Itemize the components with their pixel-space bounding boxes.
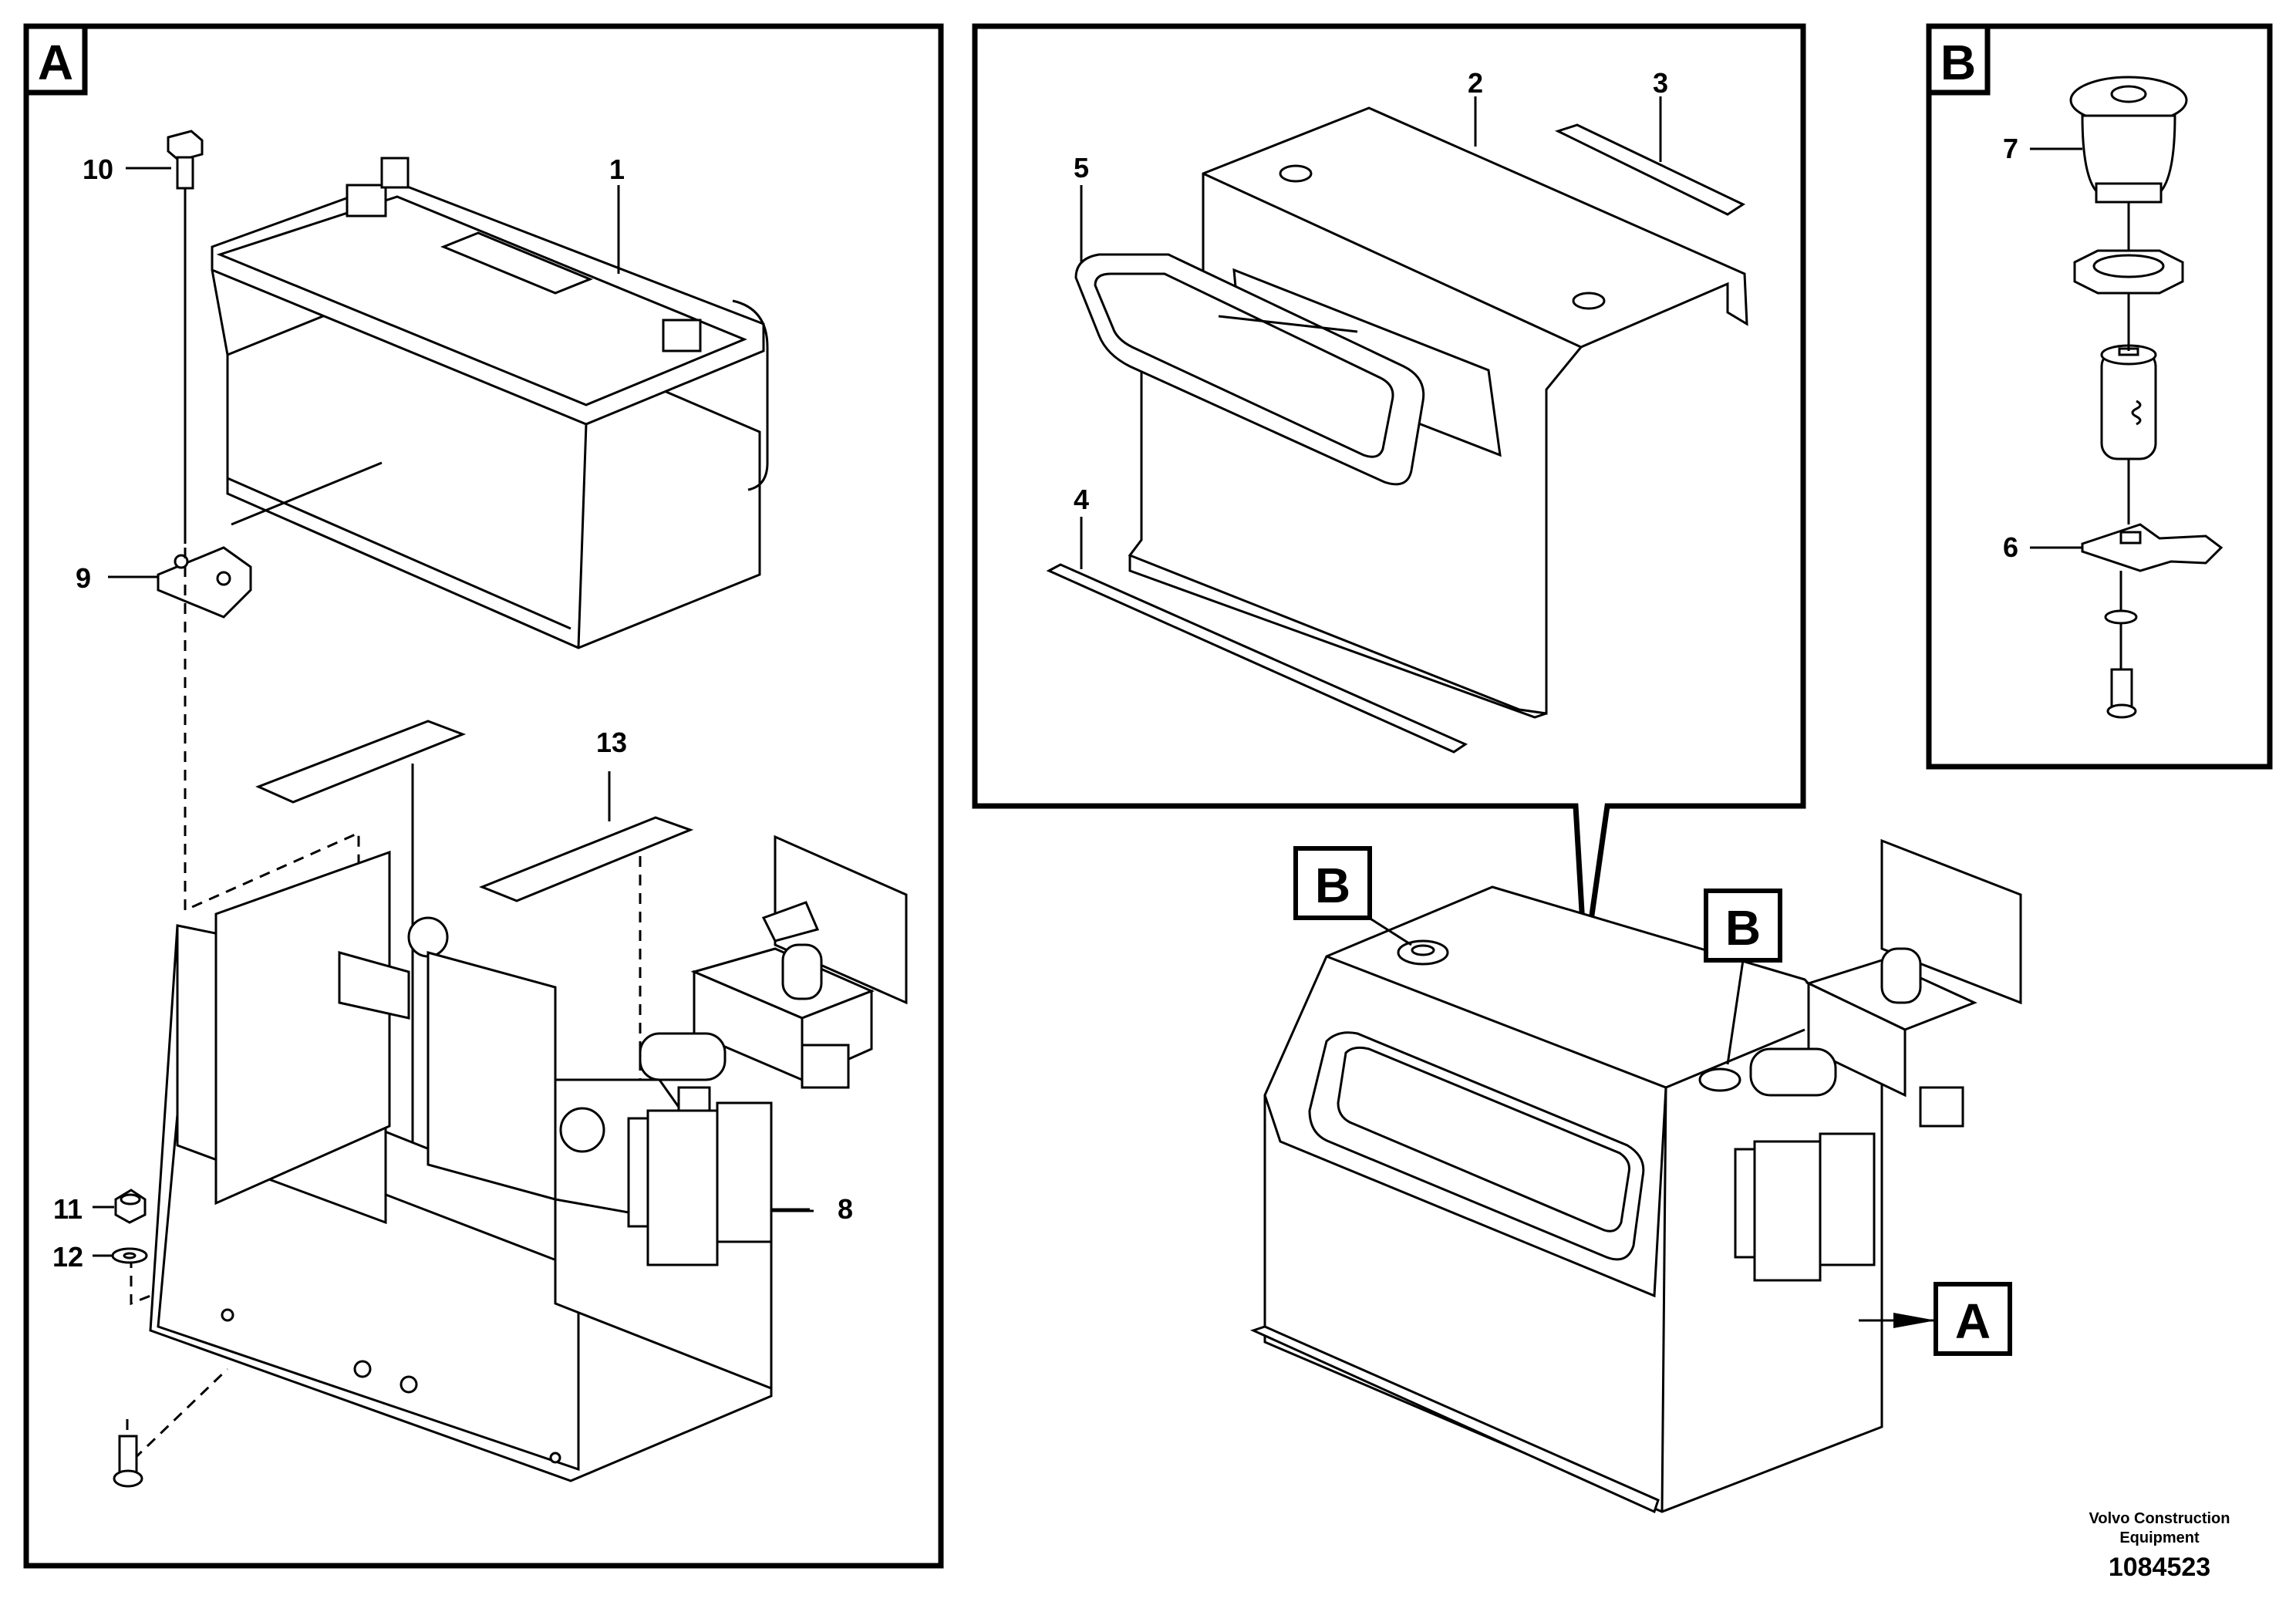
ref-a-tag-side xyxy=(1934,1282,2012,1356)
panel-b: B xyxy=(1926,23,2273,770)
callout-6: 6 xyxy=(2003,531,2018,563)
battery-terminal-left xyxy=(346,184,387,218)
bolt-10-drawing xyxy=(167,130,204,544)
callout-11: 11 xyxy=(53,1193,83,1225)
window-frame-5-drawing xyxy=(1074,253,1425,486)
pad-13-lower xyxy=(478,816,694,902)
assembled-switch xyxy=(1698,838,2022,1282)
callout-8: 8 xyxy=(838,1193,853,1225)
panel-a: A xyxy=(23,23,944,1569)
panel-b-tag-box xyxy=(1926,23,1991,96)
cover-detail: 2 3 5 4 xyxy=(972,23,1806,965)
washer-b-drawing xyxy=(2104,609,2138,625)
callout-1: 1 xyxy=(609,153,625,185)
ref-b-label-top: B xyxy=(1315,858,1350,913)
callout-9: 9 xyxy=(76,562,91,594)
fuse-block-right xyxy=(716,1101,773,1243)
panel-a-frame xyxy=(23,23,944,1569)
nut-11-drawing xyxy=(114,1189,147,1224)
panel-b-tag: B xyxy=(1940,35,1976,90)
cam-6-drawing xyxy=(2081,523,2224,572)
battery-terminal-right xyxy=(662,319,702,352)
bracket-9-drawing xyxy=(157,546,252,619)
battery-switch-drawing xyxy=(627,835,908,1266)
panel-b-frame xyxy=(1926,23,2273,770)
callout-2: 2 xyxy=(1468,67,1483,99)
ref-b-tag-side xyxy=(1704,889,1782,963)
callout-10: 10 xyxy=(83,153,113,185)
document-number: 1084523 xyxy=(2109,1553,2210,1582)
assembled-view: B B A xyxy=(1249,838,2022,1514)
callout-4: 4 xyxy=(1074,484,1089,515)
cover-detail-frame xyxy=(972,23,1806,965)
screw-b-drawing xyxy=(2106,668,2137,719)
seal-3-drawing xyxy=(1554,123,1746,216)
callout-7: 7 xyxy=(2003,133,2018,164)
fuse-block-left xyxy=(646,1109,719,1266)
battery-tray-drawing xyxy=(149,850,773,1482)
lock-housing-7-drawing xyxy=(2069,76,2188,204)
washer-12-drawing xyxy=(111,1247,148,1264)
company-line-2: Equipment xyxy=(2119,1529,2200,1546)
cover-2-drawing xyxy=(1128,106,1748,719)
callout-13: 13 xyxy=(596,727,627,758)
callout-3: 3 xyxy=(1653,67,1668,99)
ref-b-label-side: B xyxy=(1725,900,1761,956)
ref-a-label-side: A xyxy=(1955,1293,1991,1349)
callout-12: 12 xyxy=(52,1241,83,1273)
ref-b-tag-top xyxy=(1293,846,1372,920)
company-line-1: Volvo Construction xyxy=(2089,1510,2230,1527)
panel-a-tag: A xyxy=(38,35,73,90)
pad-13-upper xyxy=(255,720,467,804)
hex-nut-drawing xyxy=(2073,249,2184,295)
seal-4-drawing xyxy=(1046,563,1468,754)
callout-5: 5 xyxy=(1074,152,1089,184)
screw-drawing xyxy=(113,1435,143,1488)
battery-drawing xyxy=(211,157,769,649)
panel-a-tag-box xyxy=(23,23,88,96)
lock-cylinder-drawing xyxy=(2100,344,2157,460)
assembled-base-strip xyxy=(1249,1325,1660,1514)
